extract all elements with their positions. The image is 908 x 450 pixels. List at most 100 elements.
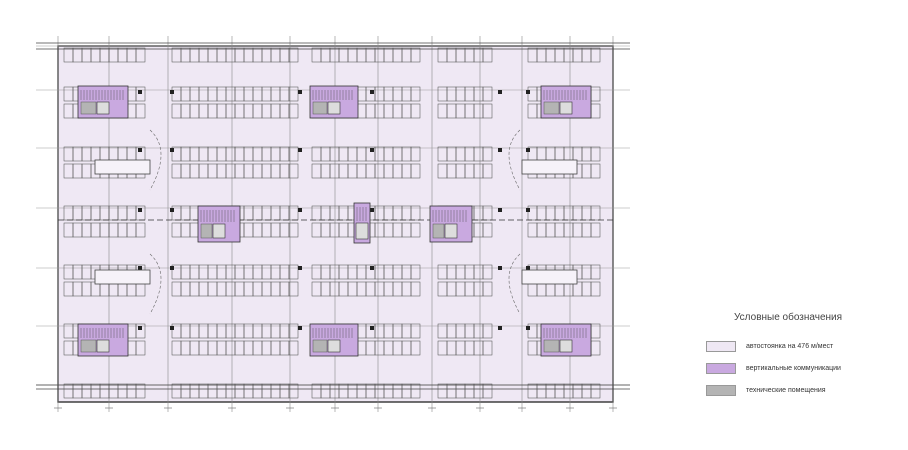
parking-stall <box>135 323 146 339</box>
parking-stall <box>482 86 493 102</box>
column <box>526 90 530 94</box>
ramp <box>521 159 578 175</box>
column <box>526 208 530 212</box>
parking-stall <box>135 383 146 399</box>
parking-stall <box>135 103 146 119</box>
parking-stall <box>590 47 601 63</box>
legend-item-vertical: вертикальные коммуникации <box>706 361 896 375</box>
parking-stall <box>482 281 493 297</box>
parking-stall <box>288 103 299 119</box>
parking-stall <box>135 222 146 238</box>
parking-stall <box>590 281 601 297</box>
parking-stall <box>590 205 601 221</box>
column <box>138 326 142 330</box>
column <box>498 266 502 270</box>
ramp <box>94 269 151 285</box>
parking-floor-plan <box>36 36 630 412</box>
technical-room <box>543 339 560 353</box>
column <box>298 266 302 270</box>
column <box>298 90 302 94</box>
legend-item-parking: автостоянка на 476 м/мест <box>706 339 896 353</box>
legend-label-parking: автостоянка на 476 м/мест <box>746 342 834 350</box>
column <box>498 326 502 330</box>
parking-stall <box>288 163 299 179</box>
legend-swatch-technical <box>706 384 736 396</box>
column <box>170 148 174 152</box>
column <box>170 326 174 330</box>
parking-stall <box>410 47 421 63</box>
parking-stall <box>482 103 493 119</box>
column <box>370 266 374 270</box>
parking-stall <box>410 323 421 339</box>
column <box>526 148 530 152</box>
column <box>498 148 502 152</box>
legend-swatch-parking <box>706 340 736 352</box>
technical-room <box>80 101 97 115</box>
column <box>138 266 142 270</box>
ramp <box>94 159 151 175</box>
legend-label-technical: технические помещения <box>746 386 826 394</box>
parking-stall <box>135 47 146 63</box>
elevator-shaft <box>327 339 341 353</box>
parking-stall <box>482 323 493 339</box>
legend-swatch-vertical <box>706 362 736 374</box>
elevator-shaft <box>96 101 110 115</box>
elevator-shaft <box>96 339 110 353</box>
column <box>370 326 374 330</box>
ramp-curve <box>508 129 521 191</box>
parking-stall <box>590 163 601 179</box>
parking-stall <box>482 146 493 162</box>
elevator-shaft <box>444 223 458 239</box>
column <box>170 208 174 212</box>
technical-room <box>432 223 445 239</box>
legend-label-vertical: вертикальные коммуникации <box>746 364 841 372</box>
column <box>498 208 502 212</box>
elevator-shaft <box>327 101 341 115</box>
column <box>138 90 142 94</box>
ramp-curve <box>149 129 162 191</box>
parking-stall <box>288 146 299 162</box>
parking-stall <box>410 281 421 297</box>
parking-stall <box>482 222 493 238</box>
parking-stall <box>482 47 493 63</box>
ramp <box>521 269 578 285</box>
elevator-shaft <box>559 101 573 115</box>
parking-stall <box>410 103 421 119</box>
elevator-shaft <box>355 222 369 240</box>
parking-stall <box>410 383 421 399</box>
technical-room <box>543 101 560 115</box>
column <box>298 326 302 330</box>
parking-stall <box>590 383 601 399</box>
parking-stall <box>410 86 421 102</box>
elevator-shaft <box>212 223 226 239</box>
technical-room <box>312 101 328 115</box>
parking-stall <box>482 340 493 356</box>
column <box>170 266 174 270</box>
parking-stall <box>288 264 299 280</box>
column <box>370 90 374 94</box>
parking-stall <box>410 264 421 280</box>
column <box>370 208 374 212</box>
parking-stall <box>590 222 601 238</box>
parking-stall <box>590 264 601 280</box>
parking-stall <box>482 205 493 221</box>
legend-item-technical: технические помещения <box>706 383 896 397</box>
parking-stall <box>135 86 146 102</box>
legend: Условные обозначения автостоянка на 476 … <box>706 312 896 405</box>
column <box>498 90 502 94</box>
technical-room <box>312 339 328 353</box>
elevator-shaft <box>559 339 573 353</box>
parking-stall <box>410 163 421 179</box>
parking-stall <box>482 163 493 179</box>
column <box>298 208 302 212</box>
column <box>138 148 142 152</box>
parking-stall <box>482 383 493 399</box>
parking-stall <box>288 47 299 63</box>
parking-stall <box>288 383 299 399</box>
parking-stall <box>288 323 299 339</box>
parking-stall <box>288 222 299 238</box>
column <box>298 148 302 152</box>
ramp-curve <box>508 253 521 315</box>
parking-stall <box>135 340 146 356</box>
